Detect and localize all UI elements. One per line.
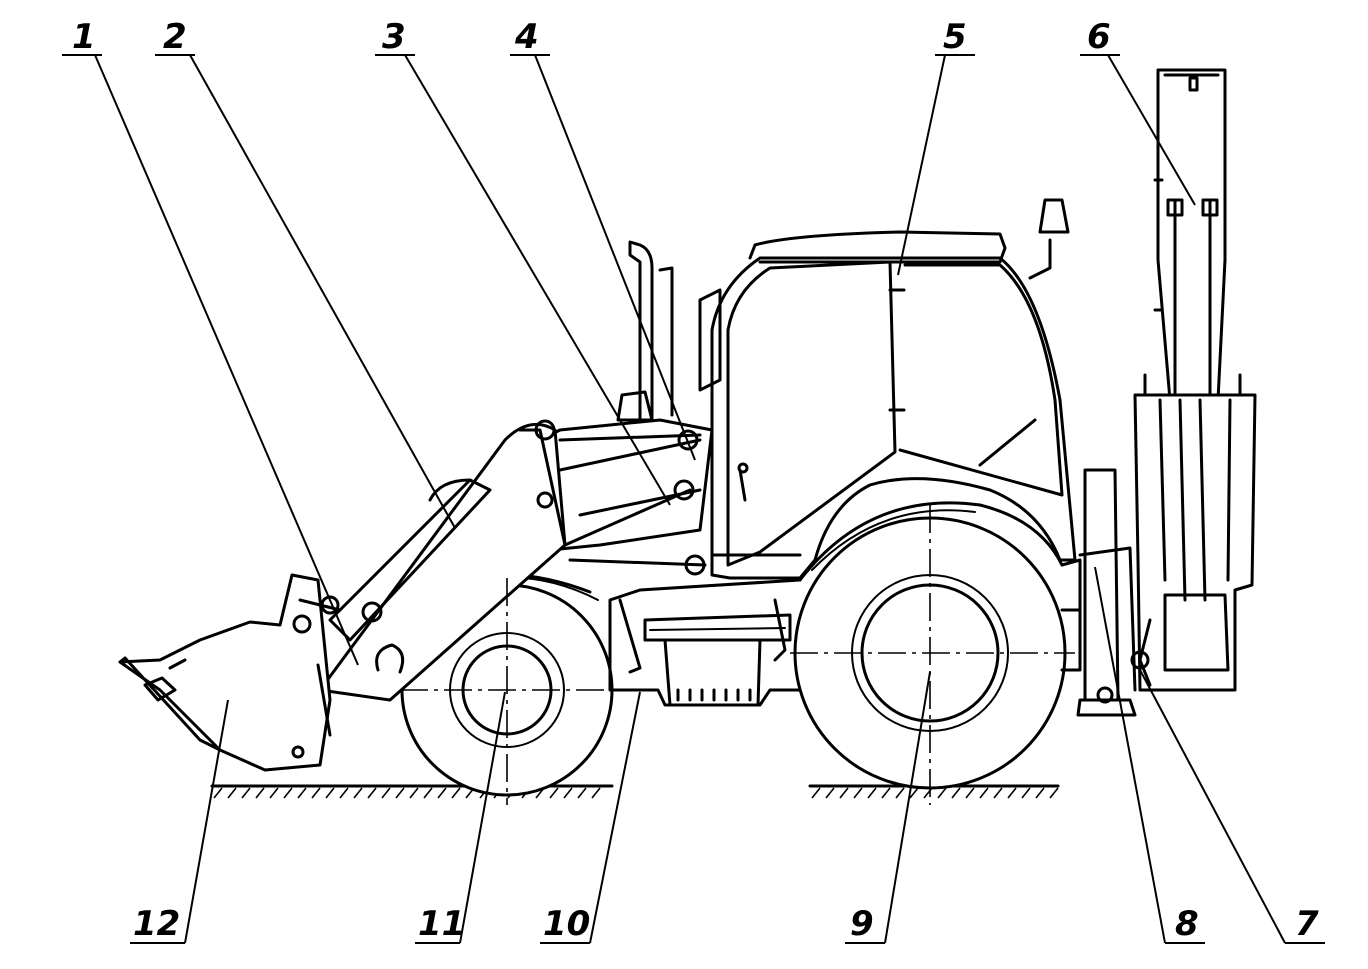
ground-hatch-mark <box>325 787 335 799</box>
ground-hatch-mark <box>409 787 419 799</box>
callout-5: 5 <box>943 17 967 57</box>
callout-1: 1 <box>72 17 96 57</box>
front-bucket <box>118 573 342 772</box>
ground-hatch-mark <box>867 787 877 799</box>
ground-hatch-mark <box>811 787 821 799</box>
ground-front <box>210 784 614 799</box>
ground-hatch-mark <box>451 787 461 799</box>
callout-8: 8 <box>1175 904 1199 944</box>
loader-arm <box>318 419 707 702</box>
ground-hatch-mark <box>339 787 349 799</box>
ground-hatch-mark <box>563 787 573 799</box>
cab <box>698 230 1077 580</box>
ground-hatch-mark <box>227 787 237 799</box>
callout-labels: 1 2 3 4 5 6 7 8 9 10 11 12 <box>72 17 1319 944</box>
ground-hatch-mark <box>395 787 405 799</box>
ground-hatch-mark <box>311 787 321 799</box>
ground-hatch-mark <box>283 787 293 799</box>
ground-hatch-mark <box>437 787 447 799</box>
ground-hatch-mark <box>909 787 919 799</box>
ground-hatch-mark <box>549 787 559 799</box>
ground-hatch-mark <box>853 787 863 799</box>
ground-hatch-mark <box>965 787 975 799</box>
callout-12: 12 <box>133 904 180 944</box>
exhaust-pipe <box>628 240 674 422</box>
stabilizer <box>1076 468 1137 717</box>
callout-6: 6 <box>1087 17 1111 57</box>
callout-7: 7 <box>1295 904 1319 944</box>
callout-11: 11 <box>418 904 465 944</box>
ground-hatch-mark <box>979 787 989 799</box>
ground-hatch-mark <box>937 787 947 799</box>
front-beacon <box>616 390 654 422</box>
ground-hatch-mark <box>367 787 377 799</box>
ground-hatch-mark <box>353 787 363 799</box>
ground-hatch-mark <box>1035 787 1045 799</box>
ground-hatch-mark <box>993 787 1003 799</box>
cab-beacon <box>1028 198 1070 280</box>
ground-hatch-mark <box>269 787 279 799</box>
ground-hatch-mark <box>213 787 223 799</box>
ground-hatch-mark <box>381 787 391 799</box>
ground-rear <box>808 784 1060 799</box>
centerlines <box>400 505 1075 805</box>
ground-hatch-mark <box>255 787 265 799</box>
ground-hatch-mark <box>297 787 307 799</box>
ground-hatch-mark <box>1007 787 1017 799</box>
callout-9: 9 <box>850 904 874 944</box>
callout-4: 4 <box>514 17 539 57</box>
ground-hatch-mark <box>895 787 905 799</box>
callout-10: 10 <box>543 904 590 944</box>
ground-hatch-mark <box>241 787 251 799</box>
leader-lines <box>62 54 1325 944</box>
ground-hatch-mark <box>881 787 891 799</box>
callout-3: 3 <box>382 17 406 57</box>
ground-hatch-mark <box>951 787 961 799</box>
callout-2: 2 <box>163 17 187 57</box>
ground-hatch-mark <box>839 787 849 799</box>
ground-hatch-mark <box>1049 787 1059 799</box>
chassis <box>608 558 1082 707</box>
backhoe-dipper <box>1130 373 1257 692</box>
backhoe-boom <box>1153 68 1227 402</box>
ground-hatch-mark <box>825 787 835 799</box>
ground-hatch-mark <box>591 787 601 799</box>
ground-hatch-mark <box>1021 787 1031 799</box>
ground-hatch-mark <box>423 787 433 799</box>
ground-hatch-mark <box>577 787 587 799</box>
